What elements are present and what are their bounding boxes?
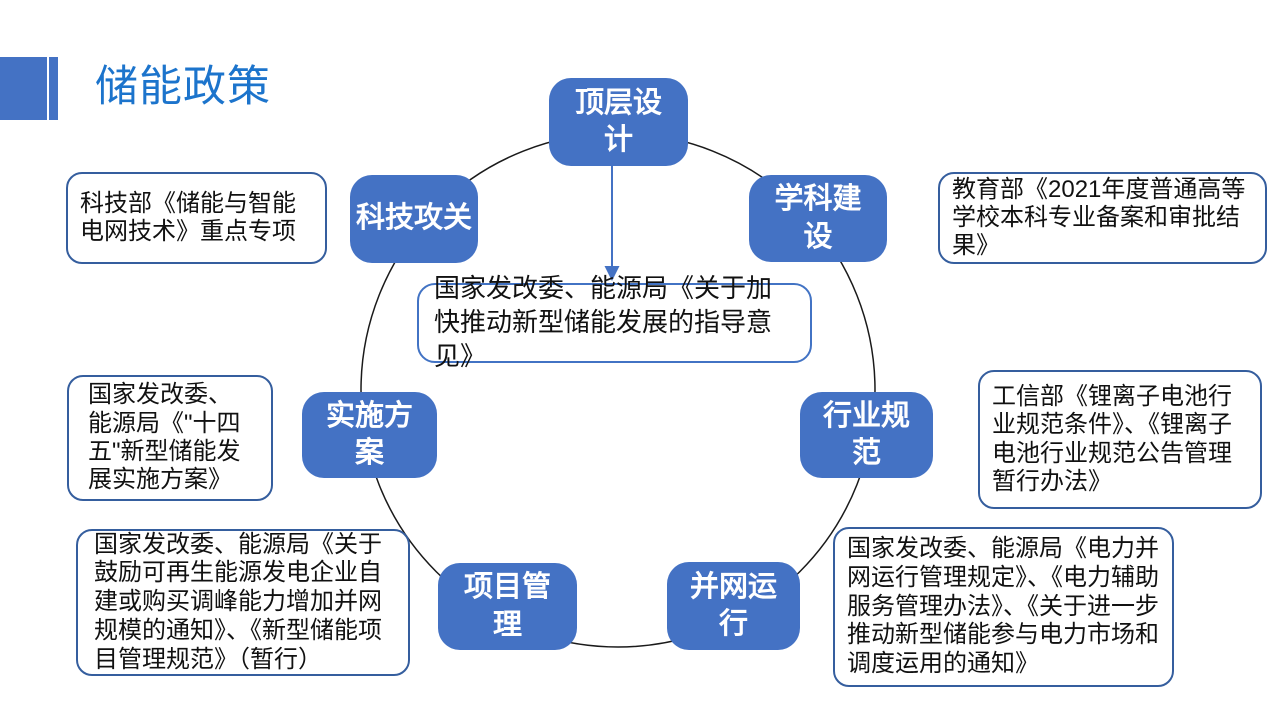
node-label: 并网运 行 [689,570,777,640]
node-label: 项目管 理 [463,571,551,641]
slide-title: 储能政策 [95,63,271,111]
arrowhead-icon [604,266,620,281]
node-top-level-design: 顶层设 计 [549,78,688,166]
callout-project-management: 国家发改委、能源局《关于鼓励可再生能源发电企业自建或购买调峰能力增加并网规模的通… [76,529,410,676]
center-policy-box: 国家发改委、能源局《关于加快推动新型储能发展的指导意见》 [417,273,812,371]
node-label: 顶层设 计 [574,86,662,156]
node-grid-operation: 并网运 行 [667,562,800,650]
node-discipline-construction: 学科建 设 [749,175,887,262]
title-accent-bar [49,57,58,120]
node-implementation-plan: 实施方 案 [302,392,437,478]
callout-text: 国家发改委、能源局《关于鼓励可再生能源发电企业自建或购买调峰能力增加并网规模的通… [94,530,382,673]
node-label: 学科建 设 [774,183,862,253]
callout-science-tech: 科技部《储能与智能电网技术》重点专项 [66,172,327,264]
node-industry-standards: 行业规 范 [800,392,933,478]
callout-text: 国家发改委、能源局《电力并网运行管理规定》、《电力辅助服务管理办法》、《关于进一… [847,535,1159,678]
callout-grid-operation: 国家发改委、能源局《电力并网运行管理规定》、《电力辅助服务管理办法》、《关于进一… [833,527,1174,687]
callout-text: 科技部《储能与智能电网技术》重点专项 [80,189,296,245]
callout-text: 工信部《锂离子电池行业规范条件》、《锂离子电池行业规范公告管理暂行办法》 [992,382,1232,495]
node-science-tech-research: 科技攻关 [350,175,478,263]
title-accent-square [0,57,47,120]
callout-industry-standards: 工信部《锂离子电池行业规范条件》、《锂离子电池行业规范公告管理暂行办法》 [978,370,1262,509]
node-label: 实施方 案 [325,399,413,469]
center-policy-text: 国家发改委、能源局《关于加快推动新型储能发展的指导意见》 [434,273,773,371]
callout-text: 国家发改委、能源局《"十四五"新型储能发展实施方案》 [88,381,241,494]
callout-education: 教育部《2021年度普通高等学校本科专业备案和审批结果》 [938,172,1267,264]
node-label: 科技攻关 [355,202,472,235]
callout-text: 教育部《2021年度普通高等学校本科专业备案和审批结果》 [952,175,1246,260]
node-label: 行业规 范 [822,399,910,469]
callout-implementation-plan: 国家发改委、能源局《"十四五"新型储能发展实施方案》 [67,375,273,501]
node-project-management: 项目管 理 [438,563,577,650]
